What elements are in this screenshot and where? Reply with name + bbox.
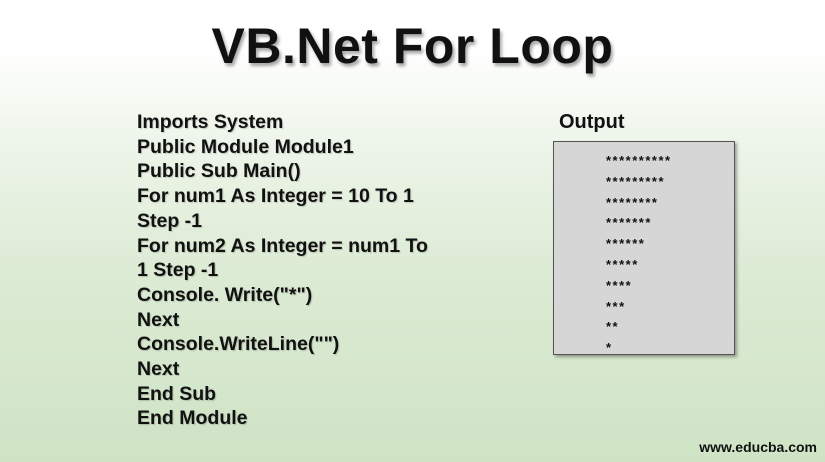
- code-line: For num1 As Integer = 10 To 1: [137, 185, 414, 208]
- output-lines: ********** ********* ******** ******* **…: [606, 151, 672, 359]
- site-url: www.educba.com: [699, 439, 817, 455]
- code-line: Next: [137, 308, 180, 331]
- output-line: **: [606, 319, 620, 335]
- code-line: Next: [137, 358, 180, 381]
- output-line: **********: [606, 153, 672, 168]
- code-line: For num2 As Integer = num1 To: [137, 234, 428, 257]
- output-line: ********: [606, 194, 659, 210]
- output-line: *******: [606, 215, 652, 231]
- output-box: ********** ********* ******** ******* **…: [553, 141, 735, 355]
- output-line: *****: [606, 256, 639, 272]
- output-label: Output: [559, 111, 625, 133]
- page-title: VB.Net For Loop: [211, 18, 614, 74]
- output-line: *: [606, 340, 613, 356]
- code-block: Imports System Public Module Module1 Pub…: [137, 110, 467, 431]
- output-line: ***: [606, 298, 626, 314]
- code-line: Public Sub Main(): [137, 160, 301, 183]
- code-line: End Module: [137, 407, 248, 430]
- code-line: Console.WriteLine(""): [137, 333, 340, 356]
- code-line: Public Module Module1: [137, 135, 354, 158]
- output-line: ******: [606, 236, 646, 252]
- code-line: Console. Write("*"): [137, 283, 313, 306]
- code-line: End Sub: [137, 382, 217, 405]
- output-line: ****: [606, 277, 633, 293]
- code-line: 1 Step -1: [137, 259, 219, 282]
- output-line: *********: [606, 173, 666, 189]
- code-line: Step -1: [137, 209, 203, 232]
- code-line: Imports System: [137, 111, 284, 133]
